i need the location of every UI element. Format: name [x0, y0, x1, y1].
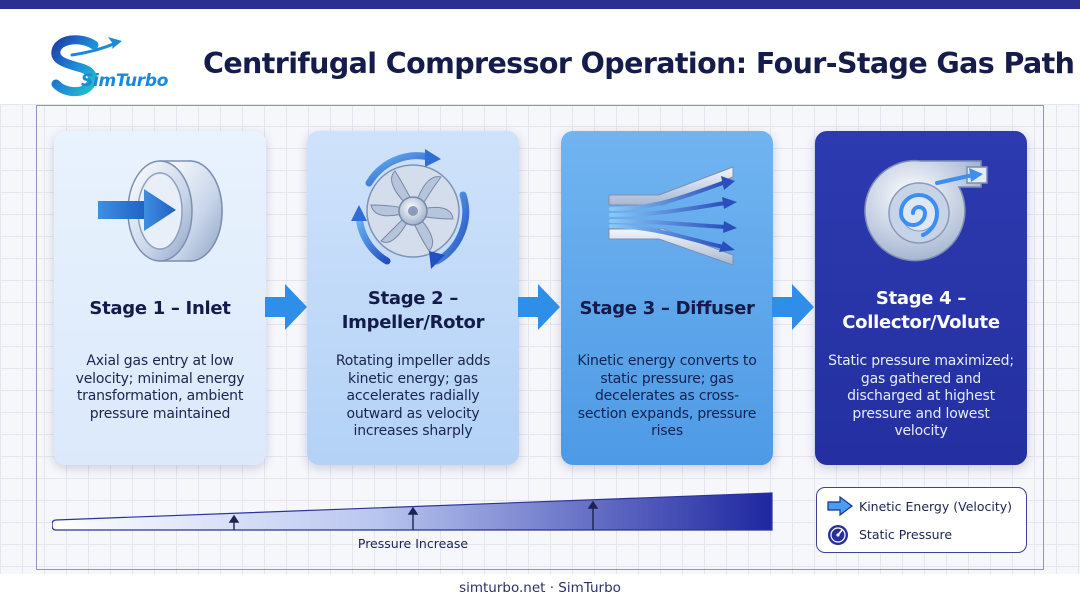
legend-item-kinetic: Kinetic Energy (Velocity) — [827, 496, 1023, 518]
kinetic-arrow-icon — [827, 496, 853, 516]
pressure-gauge-icon — [828, 525, 848, 545]
stage-4-description: Static pressure maximized; gas gathered … — [828, 353, 1014, 439]
volute-icon — [864, 159, 988, 262]
stage-2-title-line-2: Impeller/Rotor — [341, 312, 485, 333]
footer: simturbo.net · SimTurbo — [0, 574, 1080, 603]
logo-wordmark: SimTurbo — [81, 71, 169, 91]
simturbo-logo-icon — [51, 35, 122, 97]
pressure-increase-wedge — [52, 492, 773, 531]
legend-kinetic-label: Kinetic Energy (Velocity) — [859, 499, 1013, 514]
stage-card-inlet: Stage 1 – Inlet Axial gas entry at low v… — [54, 131, 266, 465]
legend-static-label: Static Pressure — [859, 527, 953, 542]
impeller-icon — [351, 149, 470, 269]
stage-1-description: Axial gas entry at low velocity; minimal… — [75, 353, 245, 422]
stage-4-title-line-2: Collector/Volute — [842, 312, 1000, 333]
footer-credit: simturbo.net · SimTurbo — [459, 580, 621, 596]
header: SimTurbo Centrifugal Compressor Operatio… — [0, 9, 1080, 104]
diffuser-icon — [608, 166, 737, 266]
legend-item-static: Static Pressure — [827, 524, 1023, 546]
inlet-duct-icon — [98, 160, 223, 262]
legend: Kinetic Energy (Velocity) Static Pressur… — [816, 487, 1027, 553]
stage-card-impeller: Stage 2 – Impeller/Rotor Rotating impell… — [307, 131, 519, 465]
flow-arrow-icon — [772, 284, 814, 330]
page-title: Centrifugal Compressor Operation: Four-S… — [203, 47, 1075, 80]
stage-3-description: Kinetic energy converts to static pressu… — [577, 353, 757, 439]
stage-4-title-line-1: Stage 4 – — [875, 288, 967, 309]
diagram-frame — [36, 105, 1044, 570]
stage-3-title: Stage 3 – Diffuser — [579, 298, 755, 319]
stage-2-title-line-1: Stage 2 – — [367, 288, 459, 309]
stage-2-description: Rotating impeller adds kinetic energy; g… — [335, 353, 491, 439]
top-accent-bar — [0, 0, 1080, 9]
stage-1-title: Stage 1 – Inlet — [89, 298, 231, 319]
flow-arrow-icon — [265, 284, 307, 330]
flow-arrow-icon — [518, 284, 560, 330]
stage-card-volute: Stage 4 – Collector/Volute Static pressu… — [815, 131, 1027, 465]
stage-card-diffuser: Stage 3 – Diffuser Kinetic energy conver… — [561, 131, 773, 465]
pressure-increase-label: Pressure Increase — [357, 536, 469, 551]
